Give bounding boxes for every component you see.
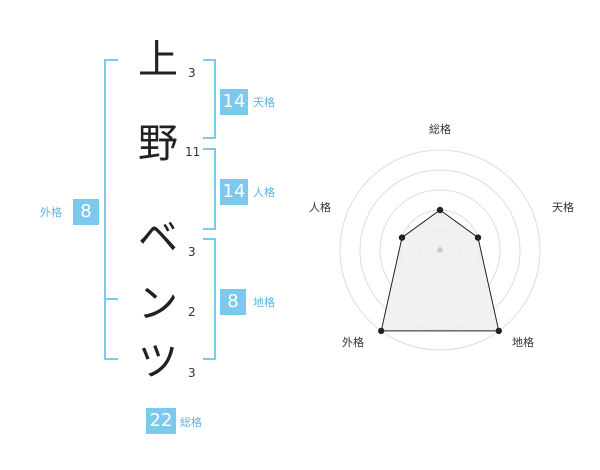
gaikaku-label: 外格 [40,206,62,219]
tenkaku-label: 天格 [253,96,275,109]
tenkaku-value: 14 [220,89,248,115]
radar-axis-label-chikaku: 地格 [512,336,534,349]
name-char-2: 野 [138,121,178,167]
radar-axis-label-jinkaku: 人格 [309,201,331,214]
jinkaku-bracket [203,148,216,230]
radar-point-4 [378,327,385,335]
name-char-3: ベ [138,215,178,261]
radar-grid-ring [339,149,541,351]
radar-point-3 [495,327,502,335]
radar-data-polygon [380,209,500,332]
stroke-count-3: 3 [188,245,196,259]
jinkaku-value: 14 [220,179,248,205]
gaikaku-bracket-tick [104,298,118,300]
chikaku-value: 8 [220,289,246,315]
radar-chart [339,149,541,351]
gaikaku-bracket [104,59,118,360]
stroke-count-2: 11 [185,145,201,159]
radar-axis-label-tenkaku: 天格 [552,201,574,214]
radar-axis-label-soukaku: 総格 [429,123,451,136]
radar-center-dot [437,247,443,253]
tenkaku-bracket [203,59,216,139]
soukaku-label: 総格 [180,416,202,429]
soukaku-value: 22 [146,408,176,434]
radar-point-2 [474,234,482,241]
radar-axis-label-gaikaku: 外格 [342,336,364,349]
name-char-4: ン [138,281,178,327]
stroke-count-4: 2 [188,305,196,319]
name-char-5: ツ [138,339,178,385]
gaikaku-value: 8 [73,199,99,225]
radar-point-5 [398,234,406,241]
jinkaku-label: 人格 [253,186,275,199]
stroke-count-1: 3 [188,66,196,80]
name-char-1: 上 [138,37,178,83]
radar-point-1 [436,206,444,214]
stroke-count-5: 3 [188,366,196,380]
chikaku-label: 地格 [253,296,275,309]
chikaku-bracket [203,238,216,360]
